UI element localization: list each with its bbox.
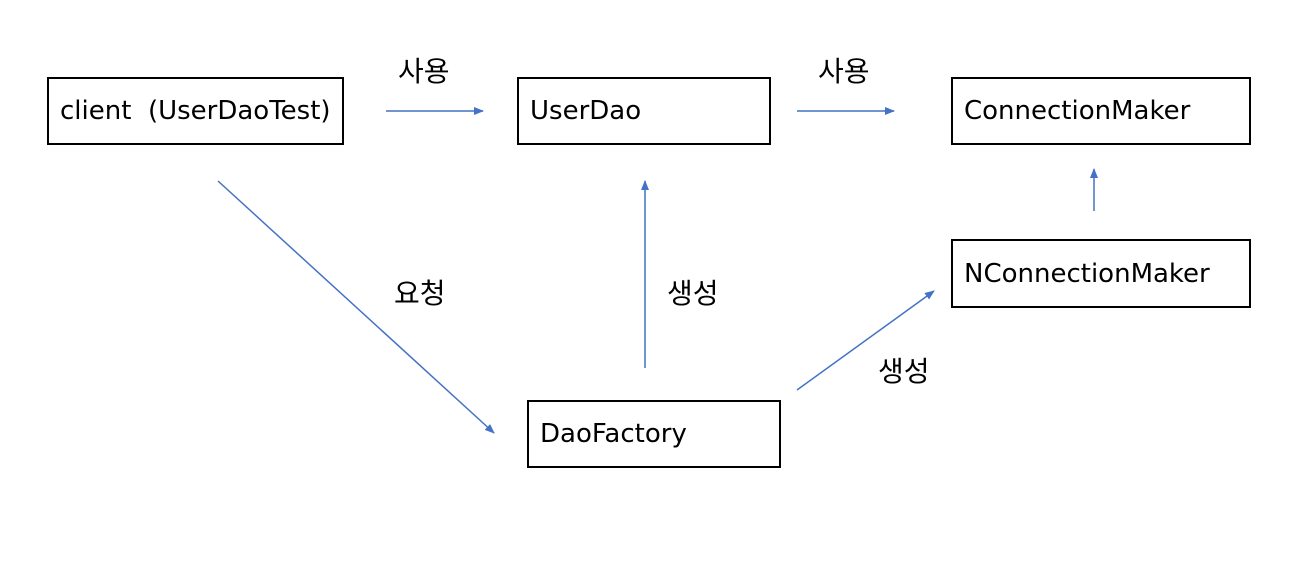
node-connection-maker: ConnectionMaker [951,77,1251,145]
edge-label-userdao-to-connectionmaker: 사용 [818,55,870,88]
arrow-client-to-daofactory [217,180,495,434]
edge-label-daofactory-to-nconnectionmaker: 생성 [878,355,930,388]
node-n-connection-maker-label: NConnectionMaker [964,258,1210,289]
arrow-daofactory-to-nconnectionmaker [796,290,935,391]
node-dao-factory-label: DaoFactory [540,419,687,449]
edge-label-client-to-daofactory: 요청 [394,277,446,310]
node-user-dao: UserDao [517,77,771,145]
node-client: client (UserDaoTest) [47,77,344,145]
node-connection-maker-label: ConnectionMaker [964,96,1191,126]
node-user-dao-label: UserDao [530,96,642,126]
edge-label-daofactory-to-userdao: 생성 [667,277,719,310]
edge-label-client-to-userdao: 사용 [398,55,450,88]
node-client-label: client (UserDaoTest) [60,96,331,126]
node-n-connection-maker: NConnectionMaker [951,239,1251,308]
node-dao-factory: DaoFactory [527,400,781,468]
